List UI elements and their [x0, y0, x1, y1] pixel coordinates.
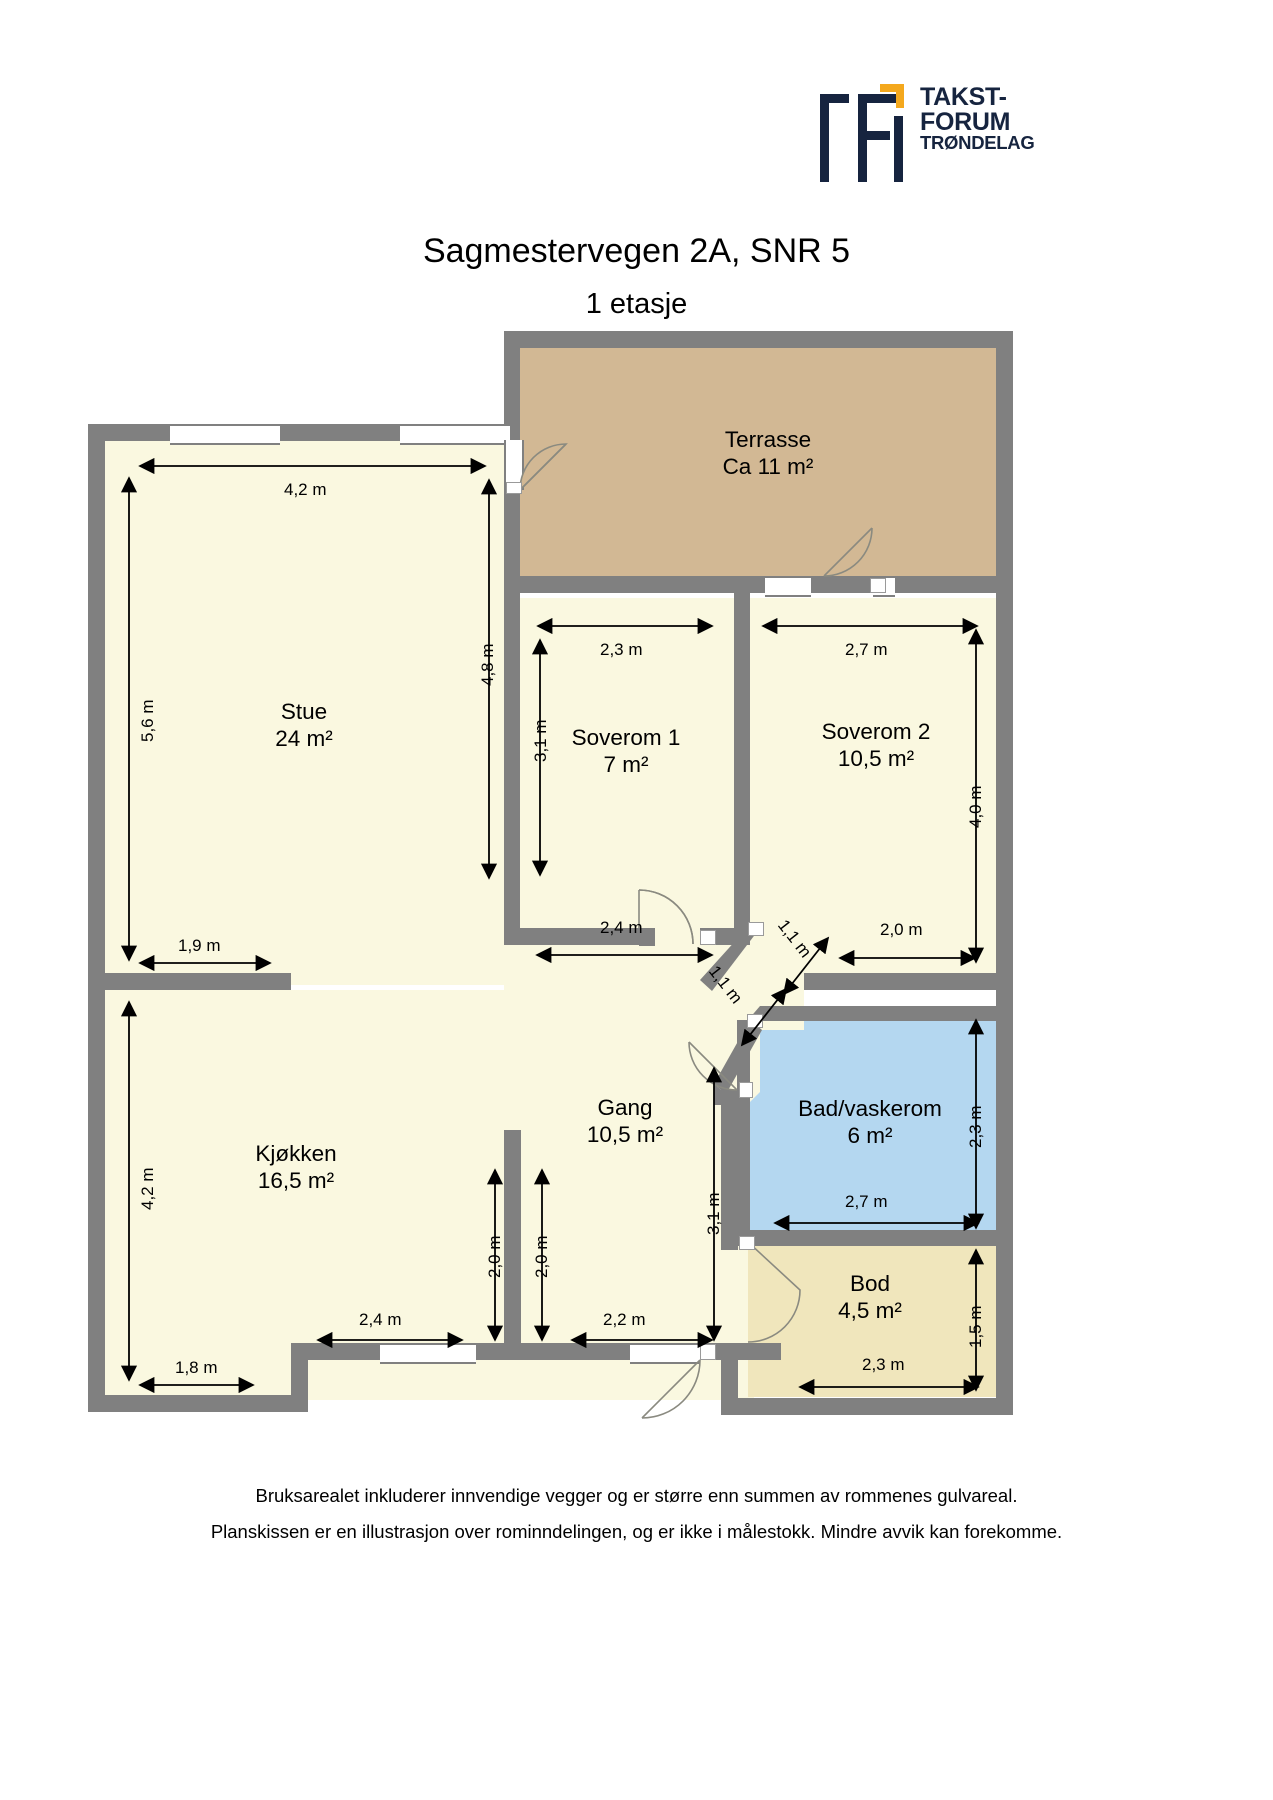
dim-gang-inner-left: 2,0 m: [532, 1235, 551, 1278]
dim-kjokken-bottom-left: 1,8 m: [175, 1358, 218, 1377]
wall-soverom-divider: [734, 582, 750, 944]
takst-forum-trondelag-logo: TAKST- FORUM TRØNDELAG: [818, 82, 1048, 182]
room-area-text-bad: 6 m²: [847, 1123, 893, 1149]
room-name-terrasse: Terrasse: [724, 427, 812, 452]
room-name-gang: Gang: [597, 1095, 653, 1120]
wall-kjokken-step-v: [291, 1343, 308, 1412]
room-label-kjokken: Kjøkken 16,5 m²: [168, 1140, 424, 1195]
tf-monogram-icon: [818, 82, 904, 182]
window-soverom2-top: [765, 576, 811, 597]
room-area-text-kjokken: 16,5 m²: [257, 1168, 335, 1194]
wall-gang-right: [721, 1090, 738, 1250]
dim-kjokken-inner-right: 2,0 m: [485, 1235, 504, 1278]
dim-soverom1-bottom: 2,4 m: [600, 918, 643, 937]
room-area-bad: [748, 1020, 1006, 1230]
room-area-text-terrasse: Ca 11 m²: [722, 454, 814, 480]
page-subtitle: 1 etasje: [585, 288, 688, 320]
room-area-text-stue: 24 m²: [275, 726, 333, 752]
dim-soverom2-right: 4,0 m: [966, 785, 985, 828]
room-name-bod: Bod: [849, 1271, 891, 1296]
window-stue-top-2: [400, 424, 510, 445]
room-name-kjokken: Kjøkken: [255, 1141, 337, 1166]
wall-gang-top-stub: [639, 928, 655, 946]
door-stub-bod: [739, 1236, 755, 1250]
room-area-stue: [104, 440, 504, 985]
logo-line-2: FORUM: [920, 107, 1011, 136]
dim-gang-bottom: 2,2 m: [603, 1310, 646, 1329]
room-label-soverom-2: Soverom 2 10,5 m²: [748, 718, 1004, 773]
room-label-bod: Bod 4,5 m²: [742, 1270, 998, 1325]
dim-stue-right: 4,8 m: [478, 643, 497, 686]
window-stue-right: [504, 440, 524, 490]
door-swings: [519, 443, 873, 1419]
room-name-soverom-1: Soverom 1: [571, 725, 681, 750]
floor-plan-canvas: Terrasse Ca 11 m² Stue 24 m² Soverom 1 7…: [0, 330, 1273, 1460]
wall-bad-top: [760, 1006, 1013, 1021]
room-label-terrasse: Terrasse Ca 11 m²: [640, 426, 896, 481]
dim-soverom1-top: 2,3 m: [600, 640, 643, 659]
window-stue-top-1: [170, 424, 280, 445]
door-stub-soverom1: [700, 930, 716, 945]
dim-kjokken-bottom: 2,4 m: [359, 1310, 402, 1329]
wall-terrasse-top: [504, 331, 1013, 348]
wall-stue-right: [504, 440, 520, 940]
dim-soverom1-left: 3,1 m: [531, 719, 550, 762]
wall-outer-bottom-left: [88, 1395, 291, 1412]
room-area-text-soverom-1: 7 m²: [603, 752, 649, 778]
wall-soverom1-bottom: [504, 928, 639, 945]
logo-line-1: TAKST-: [920, 83, 1007, 111]
wall-bad-left: [737, 1020, 750, 1245]
wall-stue-bottom-partial: [88, 973, 291, 990]
wall-terrasse-right: [996, 331, 1013, 593]
dim-bad-bottom: 2,7 m: [845, 1192, 888, 1211]
logo-line-3: TRØNDELAG: [920, 132, 1035, 153]
room-label-stue: Stue 24 m²: [176, 698, 432, 753]
room-name-stue: Stue: [280, 699, 328, 724]
footer-disclaimer: Bruksarealet inkluderer innvendige vegge…: [0, 1478, 1273, 1550]
room-name-soverom-2: Soverom 2: [821, 719, 931, 744]
dim-bod-bottom: 2,3 m: [862, 1355, 905, 1374]
wall-outer-left: [88, 424, 105, 1412]
room-area-text-bod: 4,5 m²: [838, 1298, 902, 1324]
door-stub-bad: [739, 1082, 753, 1098]
room-name-bad: Bad/vaskerom: [798, 1096, 942, 1121]
wall-kjokken-gang-divider: [504, 1130, 521, 1360]
wall-bod-bottom: [721, 1398, 1013, 1415]
dim-stue-left: 5,6 m: [138, 699, 157, 742]
door-stub-terrasse: [506, 482, 522, 494]
dim-soverom2-bottom: 2,0 m: [880, 920, 923, 939]
room-area-terrasse: [519, 348, 1013, 593]
door-stub-soverom2: [870, 578, 886, 593]
page-title: Sagmestervegen 2A, SNR 5: [422, 232, 851, 270]
room-label-gang: Gang 10,5 m²: [497, 1094, 753, 1149]
room-area-soverom-1: [519, 598, 734, 943]
dim-stue-bottom-left: 1,9 m: [178, 936, 221, 955]
dimension-arrows: [120, 457, 985, 1396]
footer-line-2: Planskissen er en illustrasjon over romi…: [210, 1521, 1063, 1543]
dim-bod-right: 1,5 m: [966, 1305, 985, 1348]
room-area-kjokken: [104, 990, 504, 1400]
door-stub-hall-upper: [748, 922, 764, 936]
room-label-bad: Bad/vaskerom 6 m²: [742, 1095, 998, 1150]
footer-line-1: Bruksarealet inkluderer innvendige vegge…: [255, 1485, 1018, 1506]
dim-bad-right: 2,3 m: [966, 1105, 985, 1148]
room-label-soverom-1: Soverom 1 7 m²: [498, 724, 754, 779]
dim-soverom2-top: 2,7 m: [845, 640, 888, 659]
wall-outer-right: [996, 582, 1013, 1415]
room-area-text-soverom-2: 10,5 m²: [837, 746, 915, 772]
room-area-soverom-2: [748, 598, 1006, 988]
wall-bad-bottom: [737, 1230, 1013, 1246]
wall-bod-left-step: [721, 1343, 738, 1415]
logo-wordmark: TAKST- FORUM TRØNDELAG: [920, 85, 1050, 152]
dim-stue-top: 4,2 m: [284, 480, 327, 499]
dim-gang-right: 3,1 m: [704, 1192, 723, 1235]
room-area-text-gang: 10,5 m²: [586, 1122, 664, 1148]
dim-kjokken-left: 4,2 m: [138, 1167, 157, 1210]
wall-soverom2-bottom: [804, 973, 1013, 990]
